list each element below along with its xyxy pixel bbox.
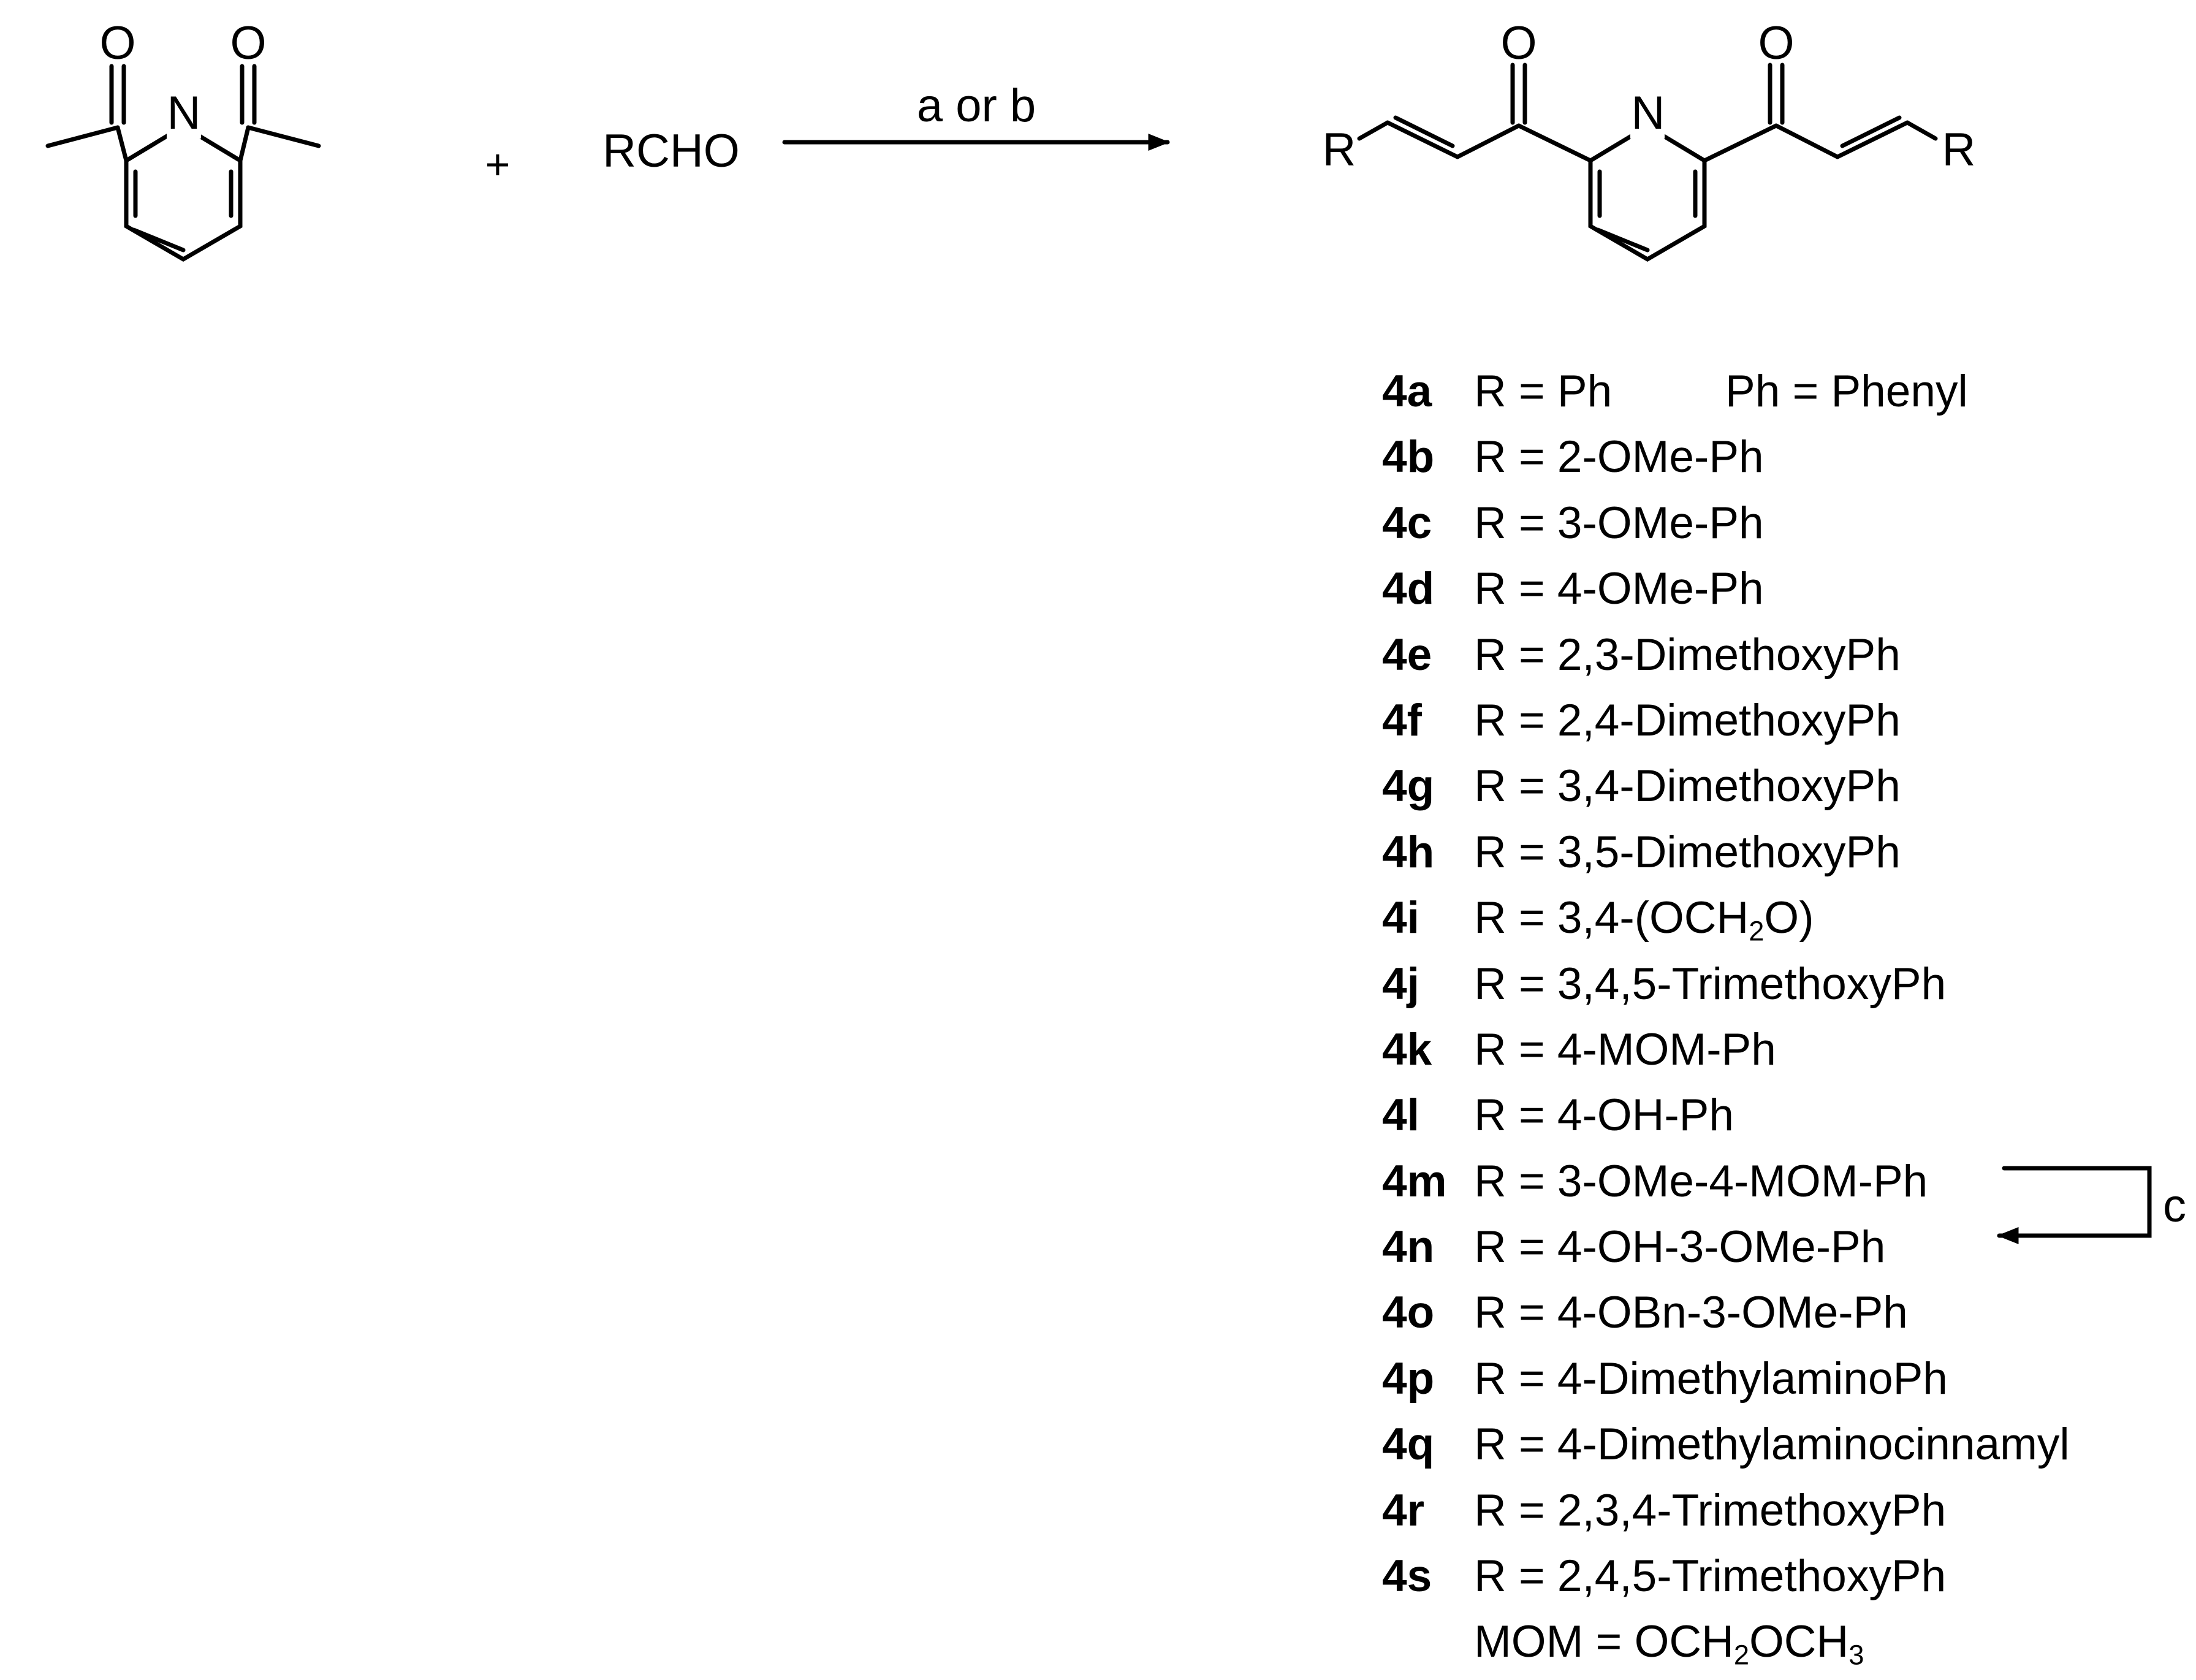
compound-substituent: R = 4-OBn-3-OMe-Ph <box>1474 1288 1908 1338</box>
compound-substituent: R = 3,5-DimethoxyPh <box>1474 827 1901 877</box>
compound-id: 4q <box>1382 1420 1435 1470</box>
compound-row-4k: 4k R = 4-MOM-Ph <box>1382 1017 1864 1082</box>
compound-row-4c: 4c R = 3-OMe-Ph <box>1382 490 1864 556</box>
compound-row-4p: 4p R = 4-DimethylaminoPh <box>1382 1346 1948 1412</box>
compound-row-4n: 4n R = 4-OH-3-OMe-Ph <box>1382 1214 1885 1280</box>
compound-row-4e: 4e R = 2,3-DimethoxyPh <box>1382 622 1901 688</box>
compound-row-4d: 4d R = 4-OMe-Ph <box>1382 556 1864 621</box>
plus-sign: + <box>485 140 511 188</box>
compound-substituent: R = 4-Dimethylaminocinnamyl <box>1474 1420 2070 1470</box>
compound-substituent: R = 4-MOM-Ph <box>1474 1024 1776 1074</box>
product-oxygen-left-label: O <box>1500 17 1537 69</box>
compound-id: 4e <box>1382 629 1432 680</box>
compound-id: 4p <box>1382 1353 1435 1404</box>
compound-id: 4g <box>1382 761 1435 811</box>
mom-definition: MOM = OCH2OCH3 <box>1474 1617 1864 1671</box>
product-bis-enone <box>1357 63 1938 262</box>
compound-substituent: R = 2,4,5-TrimethoxyPh <box>1474 1551 1947 1602</box>
compound-row-4f: 4f R = 2,4-DimethoxyPh <box>1382 688 1901 753</box>
compound-row-4g: 4g R = 3,4-DimethoxyPh <box>1382 753 1901 819</box>
compound-row-4l: 4l R = 4-OH-Ph <box>1382 1082 1864 1148</box>
compound-substituent: R = 4-OH-3-OMe-Ph <box>1474 1222 1886 1272</box>
sm-oxygen-left-label: O <box>99 17 135 69</box>
compound-row-4r: 4r R = 2,3,4-TrimethoxyPh <box>1382 1478 1946 1543</box>
compound-row-4s: 4s R = 2,4,5-TrimethoxyPh <box>1382 1543 1946 1609</box>
compound-id: 4i <box>1382 893 1419 943</box>
compound-substituent: R = 3-OMe-Ph <box>1474 498 1764 548</box>
reagent-rcho: RCHO <box>602 125 740 177</box>
compound-row-4h: 4h R = 3,5-DimethoxyPh <box>1382 819 1901 885</box>
sm-oxygen-right-label: O <box>230 17 266 69</box>
compound-substituent: R = 2,3,4-TrimethoxyPh <box>1474 1485 1947 1535</box>
compound-id: 4o <box>1382 1288 1435 1338</box>
compound-row-4q: 4q R = 4-Dimethylaminocinnamyl <box>1382 1412 2070 1477</box>
compound-substituent: R = Ph <box>1474 367 1613 416</box>
compound-substituent: R = 4-OMe-Ph <box>1474 564 1764 614</box>
compound-id: 4c <box>1382 498 1432 548</box>
compound-id: 4b <box>1382 432 1435 482</box>
product-nitrogen-label: N <box>1632 87 1665 139</box>
conversion-arrow-c <box>1997 1166 2152 1244</box>
product-r-right-label: R <box>1942 124 1976 176</box>
compound-id: 4s <box>1382 1551 1432 1602</box>
compound-id: 4j <box>1382 959 1419 1009</box>
compound-substituent: R = 2,4-DimethoxyPh <box>1474 695 1901 745</box>
compound-row-4o: 4o R = 4-OBn-3-OMe-Ph <box>1382 1280 1908 1345</box>
compound-id: 4d <box>1382 564 1435 614</box>
compound-id: 4l <box>1382 1090 1419 1141</box>
compound-row-4m: 4m R = 3-OMe-4-MOM-Ph <box>1382 1149 1928 1214</box>
compound-substituent: R = 3,4-DimethoxyPh <box>1474 761 1901 811</box>
abbreviation-note: Ph = Phenyl <box>1725 367 1968 416</box>
compound-id: 4m <box>1382 1156 1447 1206</box>
starting-material-diacetylpyridine <box>45 64 321 262</box>
product-r-left-label: R <box>1323 124 1356 176</box>
compound-substituent: R = 3,4-(OCH2O) <box>1474 893 1814 947</box>
compound-substituent: R = 4-DimethylaminoPh <box>1474 1353 1948 1404</box>
product-oxygen-right-label: O <box>1758 17 1794 69</box>
reaction-conditions: a or b <box>917 80 1036 132</box>
compound-row-4i: 4i R = 3,4-(OCH2O) <box>1382 885 1864 951</box>
compound-row-4b: 4b R = 2-OMe-Ph <box>1382 424 1864 490</box>
compound-id: 4f <box>1382 695 1422 745</box>
compound-id: 4k <box>1382 1024 1432 1074</box>
compound-substituent: R = 2,3-DimethoxyPh <box>1474 629 1901 680</box>
compound-substituent: R = 3,4,5-TrimethoxyPh <box>1474 959 1947 1009</box>
compound-id: 4h <box>1382 827 1435 877</box>
compound-row-4a: 4a R = Ph Ph = Phenyl <box>1382 359 1968 424</box>
compound-substituent: R = 3-OMe-4-MOM-Ph <box>1474 1156 1928 1206</box>
compound-substituent: R = 2-OMe-Ph <box>1474 432 1764 482</box>
compound-list: 4a R = Ph Ph = Phenyl 4b R = 2-OMe-Ph 4c R = 3… <box>1382 359 2070 1675</box>
compound-id: 4r <box>1382 1485 1425 1535</box>
conversion-label-c: c <box>2163 1180 2186 1232</box>
compound-id: 4a <box>1382 367 1432 416</box>
sm-nitrogen-label: N <box>167 87 201 139</box>
compound-row-4j: 4j R = 3,4,5-TrimethoxyPh <box>1382 951 1946 1017</box>
compound-substituent: R = 4-OH-Ph <box>1474 1090 1734 1141</box>
compound-id: 4n <box>1382 1222 1435 1272</box>
